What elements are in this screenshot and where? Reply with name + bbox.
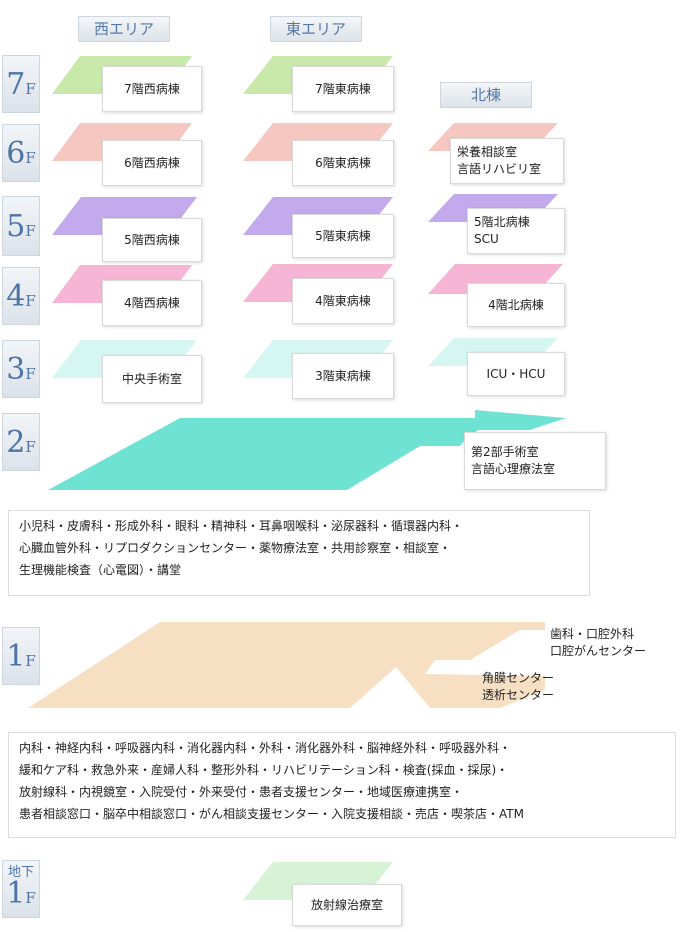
room-1f-cornea[interactable]: 角膜センター透析センター: [482, 671, 555, 702]
room-b1f-east[interactable]: 放射線治療室: [292, 884, 402, 926]
room-3f-east[interactable]: 3階東病棟: [292, 353, 394, 399]
room-4f-west[interactable]: 4階西病棟: [102, 280, 202, 326]
room-2f-north[interactable]: 第2部手術室言語心理療法室: [464, 432, 606, 490]
west-area-header: 西エリア: [78, 16, 170, 42]
room-5f-west[interactable]: 5階西病棟: [102, 218, 202, 262]
room-6f-west[interactable]: 6階西病棟: [102, 140, 202, 186]
room-7f-east[interactable]: 7階東病棟: [292, 66, 394, 112]
room-3f-west[interactable]: 中央手術室: [102, 355, 202, 403]
north-area-header: 北棟: [440, 82, 532, 108]
dept-line: 心臓血管外科・リプロダクションセンター・薬物療法室・共用診察室・相談室・: [19, 541, 452, 555]
floor-1f-departments: 内科・神経内科・呼吸器内科・消化器内科・外科・消化器外科・脳神経外科・呼吸器外科…: [8, 732, 676, 838]
room-4f-east[interactable]: 4階東病棟: [292, 278, 394, 324]
floor-b1f-badge[interactable]: 地下 1F: [2, 860, 40, 918]
room-1f-dental[interactable]: 歯科・口腔外科口腔がんセンター: [550, 627, 647, 658]
room-6f-north[interactable]: 栄養相談室言語リハビリ室: [450, 138, 564, 184]
room-4f-north[interactable]: 4階北病棟: [467, 283, 565, 327]
floor-2f-departments: 小児科・皮膚科・形成外科・眼科・精神科・耳鼻咽喉科・泌尿器科・循環器内科・ 心臓…: [8, 510, 590, 596]
room-3f-north[interactable]: ICU・HCU: [467, 352, 565, 396]
dept-line: 小児科・皮膚科・形成外科・眼科・精神科・耳鼻咽喉科・泌尿器科・循環器内科・: [19, 519, 464, 533]
room-7f-west[interactable]: 7階西病棟: [102, 66, 202, 112]
room-6f-east[interactable]: 6階東病棟: [292, 140, 394, 186]
dept-line: 患者相談窓口・脳卒中相談窓口・がん相談支援センター・入院支援相談・売店・喫茶店・…: [19, 807, 524, 821]
dept-line: 内科・神経内科・呼吸器内科・消化器内科・外科・消化器外科・脳神経外科・呼吸器外科…: [19, 741, 512, 755]
dept-line: 放射線科・内視鏡室・入院受付・外来受付・患者支援センター・地域医療連携室・: [19, 785, 464, 799]
east-area-header: 東エリア: [270, 16, 362, 42]
dept-line: 緩和ケア科・救急外来・産婦人科・整形外科・リハビリテーション科・検査(採血・採尿…: [19, 763, 509, 777]
dept-line: 生理機能検査（心電図）・講堂: [19, 563, 182, 577]
room-5f-east[interactable]: 5階東病棟: [292, 214, 394, 258]
